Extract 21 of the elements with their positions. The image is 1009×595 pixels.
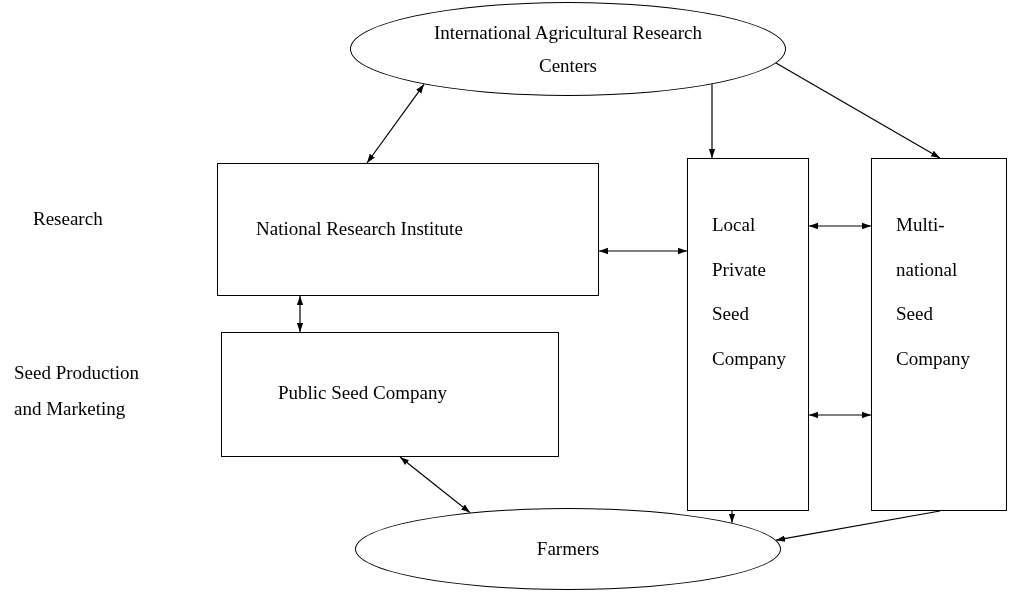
arrow bbox=[296, 295, 304, 333]
arrow bbox=[775, 62, 941, 159]
arrow bbox=[598, 247, 688, 255]
process-box bbox=[871, 158, 1007, 511]
process-box bbox=[687, 158, 809, 511]
arrow bbox=[708, 83, 716, 159]
process-box bbox=[217, 163, 599, 296]
arrow bbox=[366, 83, 425, 164]
process-box bbox=[221, 332, 559, 457]
row-label: Seed Production and Marketing bbox=[14, 361, 141, 422]
node-label: International Agricultural Research Centers bbox=[433, 20, 703, 78]
node-label: Multi- national Seed Company bbox=[896, 213, 971, 371]
node-label: Local Private Seed Company bbox=[712, 213, 787, 371]
node-label: National Research Institute bbox=[256, 217, 463, 241]
arrow bbox=[399, 456, 471, 514]
row-label: Research bbox=[33, 207, 104, 231]
arrow bbox=[728, 510, 736, 524]
node-label: Farmers bbox=[536, 537, 600, 562]
arrow bbox=[808, 222, 872, 230]
arrow bbox=[808, 411, 872, 419]
node-label: Public Seed Company bbox=[278, 381, 447, 405]
